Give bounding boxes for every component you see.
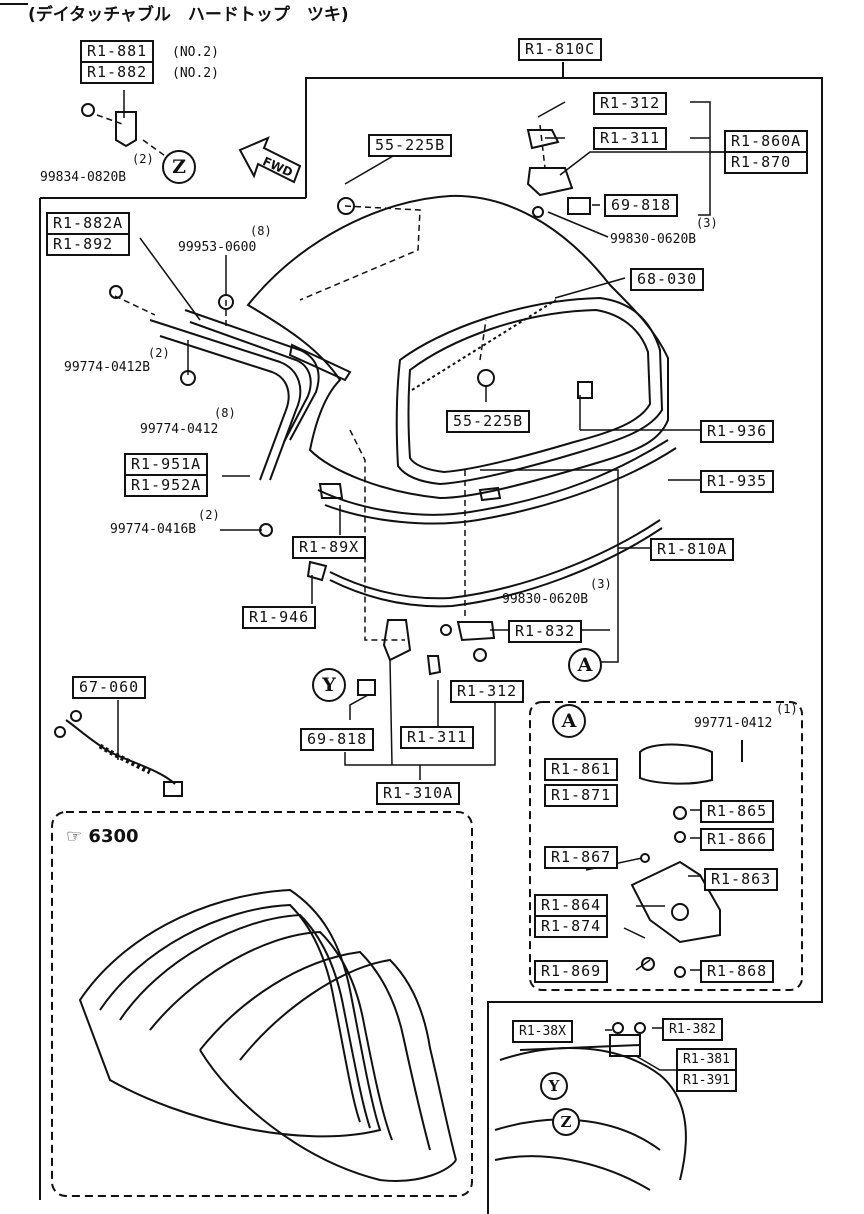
part-label: R1-864 (541, 896, 602, 914)
part-55-225b-mid[interactable]: 55-225B (446, 410, 531, 433)
part-r1-312-low[interactable]: R1-312 (450, 680, 525, 703)
part-label: R1-860A (731, 132, 802, 150)
part-69-818-top[interactable]: 69-818 (604, 194, 679, 217)
qty-label: (2) (148, 346, 170, 360)
part-r1-866[interactable]: R1-866 (700, 828, 775, 851)
part-r1-865[interactable]: R1-865 (700, 800, 775, 823)
qty-label: (8) (214, 406, 236, 420)
part-99830-low[interactable]: 99830-0620B (502, 592, 589, 607)
part-r1-935[interactable]: R1-935 (700, 470, 775, 493)
qty-label: (2) (132, 152, 154, 166)
part-r1-312-top[interactable]: R1-312 (593, 92, 668, 115)
clip-part (115, 111, 137, 148)
callout-z-vehicle: Z (552, 1108, 580, 1136)
part-r1-936[interactable]: R1-936 (700, 420, 775, 443)
hand-pointer-icon: ☞ (66, 826, 83, 847)
ref-6300[interactable]: ☞ 6300 (66, 826, 139, 847)
part-label: R1-882 (82, 61, 153, 82)
part-r1-832[interactable]: R1-832 (508, 620, 583, 643)
part-r1-89x[interactable]: R1-89X (292, 536, 367, 559)
ref-page-number: 6300 (88, 826, 139, 847)
part-68-030[interactable]: 68-030 (630, 268, 705, 291)
cover-part (639, 743, 713, 785)
part-label: R1-882A (53, 214, 124, 232)
detail-a-box (529, 701, 803, 991)
assembly-frame-line (305, 77, 823, 1214)
hardtop-shell (149, 194, 677, 608)
part-55-225b-top[interactable]: 55-225B (368, 134, 453, 157)
callout-a: A (568, 648, 602, 682)
part-99834[interactable]: 99834-0820B (40, 170, 127, 185)
part-99774-0412b[interactable]: 99774-0412B (64, 360, 151, 375)
qty-label: (3) (696, 216, 718, 230)
qty-label: (2) (198, 508, 220, 522)
qty-label: (3) (590, 577, 612, 591)
part-label: R1-874 (536, 915, 607, 936)
part-label: R1-381 (683, 1052, 730, 1067)
part-r1-951a-952a[interactable]: R1-951A R1-952A (124, 453, 209, 497)
part-label: R1-952A (126, 474, 207, 495)
part-r1-871[interactable]: R1-871 (544, 784, 619, 807)
callout-y: Y (312, 668, 346, 702)
diagram-title: (デイタッチャブル ハードトップ ツキ) (28, 5, 349, 25)
part-label: R1-881 (87, 42, 148, 60)
wire-harness (65, 719, 176, 785)
callout-z: Z (162, 150, 196, 184)
part-r1-382[interactable]: R1-382 (662, 1018, 723, 1041)
callout-y-vehicle: Y (540, 1072, 568, 1100)
part-99774-0416b[interactable]: 99774-0416B (110, 522, 197, 537)
part-label: R1-870 (726, 151, 807, 172)
callout-a-detail: A (552, 704, 586, 738)
part-r1-882a-892[interactable]: R1-882A R1-892 (46, 212, 131, 256)
part-r1-810a[interactable]: R1-810A (650, 538, 735, 561)
vehicle-outline (499, 1047, 687, 1181)
qty-label: (8) (250, 224, 272, 238)
part-r1-868[interactable]: R1-868 (700, 960, 775, 983)
part-69-818-low[interactable]: 69-818 (300, 728, 375, 751)
qty-label: (NO.2) (172, 66, 219, 81)
ref-6300-box (51, 811, 473, 1197)
qty-label: (NO.2) (172, 45, 219, 60)
part-67-060[interactable]: 67-060 (72, 676, 147, 699)
part-r1-867[interactable]: R1-867 (544, 846, 619, 869)
part-r1-863[interactable]: R1-863 (704, 868, 779, 891)
part-label: R1-951A (131, 455, 202, 473)
part-label: R1-391 (678, 1069, 735, 1090)
part-label: R1-892 (48, 233, 129, 254)
part-r1-310a[interactable]: R1-310A (376, 782, 461, 805)
fwd-arrow (238, 136, 302, 184)
part-r1-810c[interactable]: R1-810C (518, 38, 603, 61)
qty-label: (1) (776, 702, 798, 716)
part-r1-946[interactable]: R1-946 (242, 606, 317, 629)
part-r1-311-top[interactable]: R1-311 (593, 127, 668, 150)
part-99830-top[interactable]: 99830-0620B (610, 232, 697, 247)
part-r1-864-874[interactable]: R1-864 R1-874 (534, 894, 609, 938)
part-r1-311-low[interactable]: R1-311 (400, 726, 475, 749)
part-99771[interactable]: 99771-0412 (694, 716, 773, 731)
hinge-bracket (630, 860, 721, 944)
part-r1-881-882[interactable]: R1-881 R1-882 (80, 40, 155, 84)
part-r1-38x[interactable]: R1-38X (512, 1020, 573, 1043)
part-99774-0412[interactable]: 99774-0412 (140, 422, 219, 437)
part-r1-869[interactable]: R1-869 (534, 960, 609, 983)
part-r1-860a-870[interactable]: R1-860A R1-870 (724, 130, 809, 174)
part-99953[interactable]: 99953-0600 (178, 240, 257, 255)
part-r1-381-391[interactable]: R1-381 R1-391 (676, 1048, 737, 1092)
part-r1-861[interactable]: R1-861 (544, 758, 619, 781)
